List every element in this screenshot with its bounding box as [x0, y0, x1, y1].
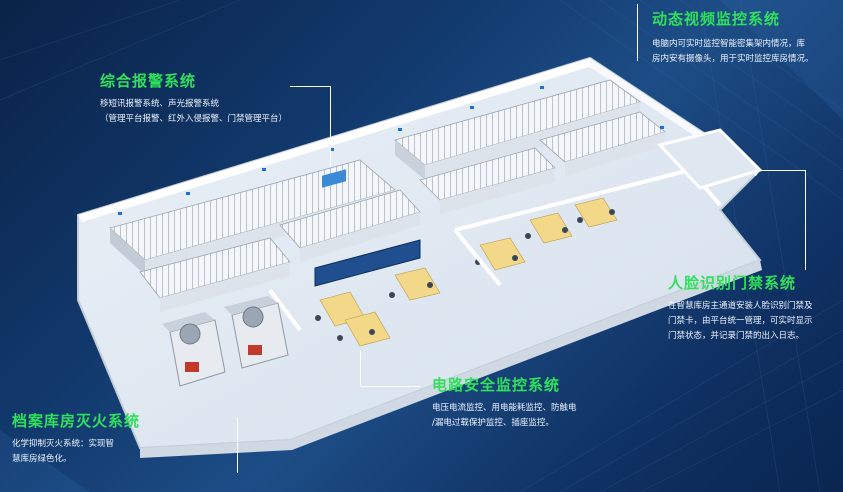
leader-line-video-v: [637, 4, 638, 61]
alarm-desc-line-2: （管理平台报警、红外入侵报警、门禁管理平台）: [100, 114, 288, 124]
face-desc-line-2: 门禁卡，由平台统一管理，可实时显示: [668, 316, 813, 326]
label-fire-suppression: 档案库房灭火系统 化学抑制灭火系统：实现智 慧库房绿色化。: [12, 410, 140, 467]
fire-suppression-units: [162, 296, 289, 387]
alarm-title: 综合报警系统: [100, 72, 197, 90]
leader-line-circuit-v: [360, 350, 361, 387]
label-integrated-alarm: 综合报警系统 移短讯报警系统、声光报警系统 （管理平台报警、红外入侵报警、门禁管…: [100, 70, 287, 127]
circuit-desc-line-2: /漏电过载保护监控、插座监控。: [432, 418, 554, 428]
fire-desc-line-1: 化学抑制灭火系统：实现智: [12, 439, 115, 449]
label-face-access-control: 人脸识别门禁系统 在智慧库房主通道安装人脸识别门禁及 门禁卡，由平台统一管理，可…: [668, 272, 813, 344]
circuit-desc-line-1: 电压电流监控、用电能耗监控、防触电: [432, 403, 577, 413]
leader-line-circuit-h: [360, 386, 420, 387]
monitoring-screens: [314, 169, 421, 287]
face-desc-line-3: 门禁状态，并记录门禁的出入日志。: [668, 331, 805, 341]
shelving-block-back-right: [394, 79, 666, 214]
video-title: 动态视频监控系统: [652, 10, 781, 28]
face-desc-line-1: 在智慧库房主通道安装人脸识别门禁及: [668, 301, 813, 311]
face-title: 人脸识别门禁系统: [668, 274, 797, 292]
leader-line-alarm-v: [330, 86, 331, 166]
label-video-surveillance: 动态视频监控系统 电脑内可实时监控智能密集架内情况，库 房内安有摄像头，用于实时…: [652, 8, 814, 67]
circuit-title: 电路安全监控系统: [432, 376, 561, 394]
video-desc-line-1: 电脑内可实时监控智能密集架内情况，库: [652, 39, 806, 49]
leader-line-fire-v: [237, 418, 238, 473]
fire-title: 档案库房灭火系统: [12, 412, 141, 430]
outer-wall-top: [78, 58, 592, 222]
alarm-desc-line-1: 移短讯报警系统、声光报警系统: [100, 99, 220, 109]
fire-desc-line-2: 慧库房绿色化。: [12, 454, 72, 464]
video-desc-line-2: 房内安有摄像头，用于实时监控库房情况。: [652, 54, 814, 64]
label-circuit-safety: 电路安全监控系统 电压电流监控、用电能耗监控、防触电 /漏电过载保护监控、插座监…: [432, 374, 577, 431]
leader-line-face-v: [805, 170, 806, 270]
office-desks: [319, 197, 618, 347]
leader-line-face-h: [760, 170, 806, 171]
leader-line-alarm-h: [290, 86, 331, 87]
office-chairs: [315, 209, 615, 341]
camera-markers: [118, 86, 664, 215]
